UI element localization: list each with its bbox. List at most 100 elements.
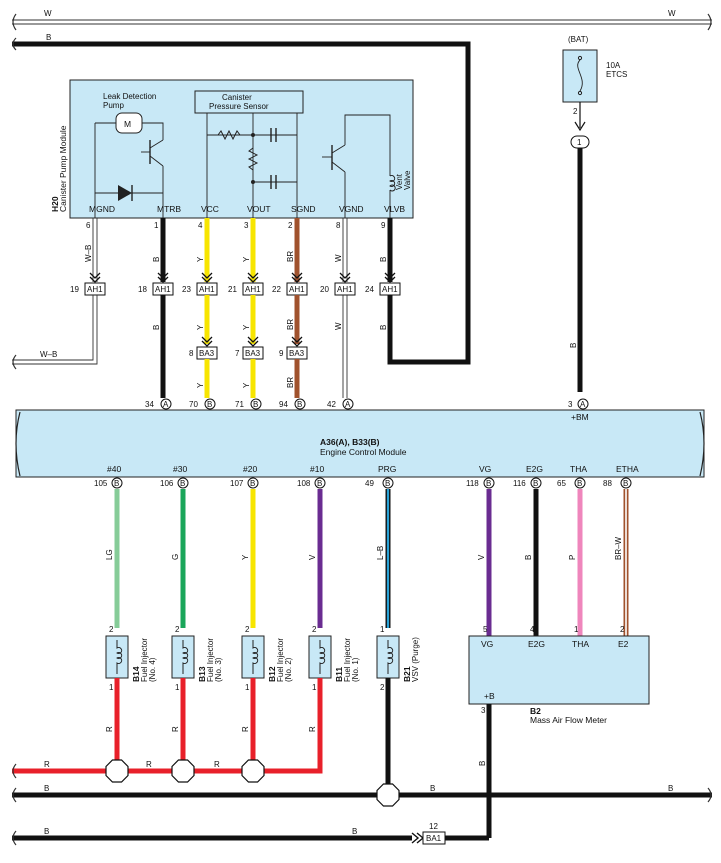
ecm-connector-letter: B: [297, 400, 302, 409]
terminal-name: MTRB: [157, 204, 181, 214]
wire-color-label: R: [214, 760, 220, 769]
connector-pin: 8: [189, 349, 194, 358]
transistor-icon: [322, 144, 346, 173]
ecm-signal-label: #20: [243, 464, 257, 474]
connector-pin: 23: [182, 285, 191, 294]
ecm-pin-number: 94: [279, 400, 288, 409]
wire-color-label: R: [146, 760, 152, 769]
connector-name: AH1: [155, 285, 171, 294]
maf-terminal-name: E2: [618, 639, 629, 649]
ecm-connector-letter: B: [114, 479, 119, 488]
ecm-signal-label: VG: [479, 464, 491, 474]
junction-pin: 1: [577, 138, 582, 147]
injector-name: Fuel Injector: [140, 638, 149, 682]
ecm-connector-letter: B: [253, 400, 258, 409]
wire-color-label: B: [152, 325, 161, 330]
engine-control-module: A36(A), B33(B) Engine Control Module +BM…: [15, 409, 705, 489]
ecm-pin-number: 3: [568, 400, 573, 409]
ecm-pin-number: 71: [235, 400, 244, 409]
mgnd-wb-wire: W–B: [12, 295, 98, 370]
terminal-name: VGND: [339, 204, 364, 214]
ecm-connector-letter: B: [533, 479, 538, 488]
maf-terminal-name: THA: [572, 639, 589, 649]
leak-pump-label-2: Pump: [103, 101, 124, 110]
bottom-r-rail: R R R: [12, 690, 323, 779]
wire-color-label: W: [334, 322, 343, 330]
injector-name: Fuel Injector: [343, 638, 352, 682]
injector-pin: 2: [245, 625, 250, 634]
wire-color-label: P: [568, 555, 577, 560]
motor-icon: M: [115, 112, 143, 134]
ecm-connector-letter: A: [163, 400, 169, 409]
splice-point: [105, 759, 129, 783]
ecm-signal-label: #40: [107, 464, 121, 474]
wire-color-label: B: [379, 257, 388, 262]
coil-icon: [319, 640, 326, 674]
ecm-connector-letter: A: [580, 400, 586, 409]
ba1-connector: BA1: [426, 834, 442, 843]
maf-id: B2: [530, 706, 541, 716]
wire-color-label: V: [477, 554, 486, 560]
bottom-b2-rail: B B BA1 12: [12, 822, 489, 846]
ecm-signal-label: #30: [173, 464, 187, 474]
wire-color-label: BR: [286, 319, 295, 330]
wire-color-label: Y: [242, 324, 251, 330]
injector-name: Fuel Injector: [276, 638, 285, 682]
fuse-name: ETCS: [606, 70, 627, 79]
ecm-pin-number: 65: [557, 479, 566, 488]
pump-module-name: Canister Pump Module: [58, 125, 68, 212]
wire-color-label: LG: [105, 549, 114, 560]
wire-color-label: R: [241, 726, 250, 732]
ecm-pin-number: 106: [160, 479, 174, 488]
ecm-name: Engine Control Module: [320, 447, 407, 457]
wire-color-label: W–B: [84, 245, 93, 262]
terminal-pin: 8: [336, 221, 341, 230]
ecm-connector-letter: B: [385, 479, 390, 488]
wire-color-label: R: [171, 726, 180, 732]
ecm-connector-letter: A: [345, 400, 351, 409]
injector-pin: 2: [312, 625, 317, 634]
maf-plus-b: +B: [484, 691, 495, 701]
ba1-pin: 12: [429, 822, 438, 831]
vent-valve-label-1: Vent: [395, 173, 404, 190]
pump-module-wiring: 6W–BAH1191BAH118B34AMPMP4YAH123YBA38Y70B…: [70, 218, 401, 422]
terminal-name: SGND: [291, 204, 316, 214]
injector-pin: 1: [312, 683, 317, 692]
wire-color-label: B: [430, 784, 435, 793]
sensor-label-1: Canister: [222, 93, 252, 102]
svg-text:H20: H20: [50, 196, 60, 212]
terminal-pin: 4: [198, 221, 203, 230]
fuse-etcs: (BAT) 10A ETCS 2 1 B 3 A: [562, 35, 627, 410]
ecm-box: [15, 409, 705, 478]
maf-name: Mass Air Flow Meter: [530, 715, 607, 725]
ecm-pin-number: 105: [94, 479, 108, 488]
maf-pin: 5: [483, 625, 488, 634]
ecm-connector-letter: B: [317, 479, 322, 488]
wire-color-label: B: [152, 257, 161, 262]
wire-color-label: BR: [286, 251, 295, 262]
wire-color-label: B: [569, 343, 578, 348]
injector-id: B11: [334, 667, 344, 682]
coil-icon: [389, 175, 396, 192]
wire-color-label: B: [46, 33, 51, 42]
connector-name: AH1: [87, 285, 103, 294]
connector-pin: 20: [320, 285, 329, 294]
wire-color-label: W: [334, 254, 343, 262]
leak-pump-label-1: Leak Detection: [103, 92, 156, 101]
ecm-pin-number: 34: [145, 400, 154, 409]
ecm-signal-label: ETHA: [616, 464, 639, 474]
wire-color-label: W: [44, 9, 52, 18]
splice-point: [171, 759, 195, 783]
connector-name: AH1: [289, 285, 305, 294]
wire-color-label: B: [352, 827, 357, 836]
ecm-signal-label: #10: [310, 464, 324, 474]
fuse-box: [562, 49, 598, 103]
ecm-connector-letter: B: [486, 479, 491, 488]
injector-name: VSV (Purge): [411, 637, 420, 682]
wire-color-label: Y: [196, 324, 205, 330]
